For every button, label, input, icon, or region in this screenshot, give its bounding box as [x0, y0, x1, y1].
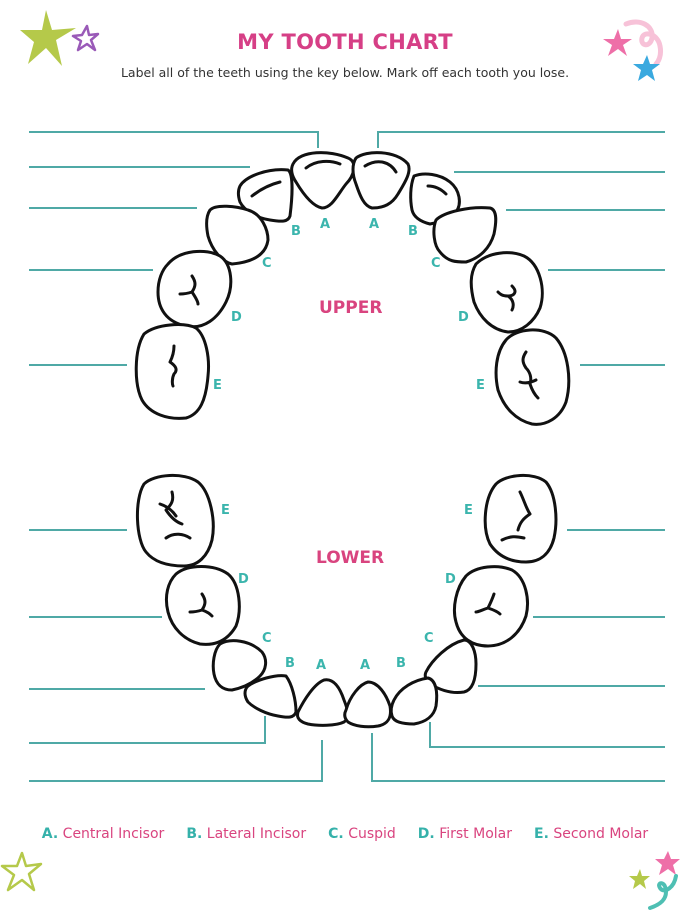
tooth-upper-right-e[interactable]	[494, 328, 571, 426]
upper-right-letter-d: D	[458, 310, 469, 325]
tooth-lower-left-d-groove	[188, 592, 214, 618]
tooth-upper-left-e-groove	[168, 344, 178, 388]
tooth-upper-left-c[interactable]	[205, 204, 270, 266]
lower-left-letter-d: D	[238, 572, 249, 587]
lower-section-label: LOWER	[316, 548, 385, 568]
upper-left-letter-d: D	[231, 310, 242, 325]
green-star-icon	[629, 869, 650, 889]
tooth-upper-right-d-groove	[496, 284, 517, 312]
lower-left-letter-a: A	[316, 658, 327, 673]
tooth-upper-right-d[interactable]	[469, 251, 544, 334]
upper-left-letter-b: B	[291, 224, 301, 239]
upper-right-letter-c: C	[431, 256, 441, 271]
label-line-upper-left-a[interactable]	[29, 131, 319, 148]
blue-star-icon	[633, 55, 660, 81]
key-item-central-incisor: A. Central Incisor	[41, 826, 165, 842]
tooth-lower-left-e-groove	[158, 490, 192, 540]
upper-right-letter-a: A	[369, 217, 380, 232]
upper-left-letter-c: C	[262, 256, 272, 271]
teal-ribbon-icon	[648, 874, 678, 910]
label-line-lower-left-b[interactable]	[29, 716, 266, 744]
lower-right-letter-c: C	[424, 631, 434, 646]
tooth-upper-right-a-groove	[363, 160, 398, 174]
upper-left-letter-a: A	[320, 217, 331, 232]
upper-right-letter-e: E	[476, 378, 485, 393]
upper-right-letter-b: B	[408, 224, 418, 239]
pink-star-icon	[603, 29, 632, 56]
green-outline-star-icon	[0, 851, 43, 892]
label-line-lower-left-a[interactable]	[29, 740, 323, 782]
tooth-upper-right-b-groove	[426, 184, 448, 196]
instructions: Label all of the teeth using the key bel…	[120, 65, 570, 80]
purple-outline-star-icon	[71, 24, 100, 52]
tooth-upper-right-e-groove	[518, 350, 540, 400]
tooth-upper-right-c[interactable]	[432, 206, 498, 264]
label-lines	[29, 131, 665, 782]
lower-right-letter-b: B	[396, 656, 406, 671]
tooth-upper-left-e[interactable]	[134, 323, 210, 420]
tooth-lower-left-a[interactable]	[296, 678, 350, 727]
lower-left-letter-b: B	[285, 656, 295, 671]
key-item-cuspid: C. Cuspid	[328, 826, 396, 842]
tooth-lower-left-b[interactable]	[243, 674, 298, 719]
lower-left-letter-c: C	[262, 631, 272, 646]
tooth-lower-right-b[interactable]	[389, 676, 439, 726]
tooth-lower-right-e-groove	[500, 490, 532, 542]
label-line-lower-right-b[interactable]	[429, 722, 665, 748]
upper-section-label: UPPER	[319, 298, 383, 318]
key-item-first-molar: D. First Molar	[417, 826, 512, 842]
green-star-icon	[20, 10, 76, 66]
tooth-upper-left-b-groove	[250, 180, 282, 198]
upper-left-letter-e: E	[213, 378, 222, 393]
tooth-lower-right-a[interactable]	[343, 680, 392, 729]
tooth-key-legend: A. Central Incisor B. Lateral Incisor C.…	[0, 826, 690, 842]
tooth-lower-right-d-groove	[474, 592, 502, 616]
tooth-lower-right-d[interactable]	[452, 565, 529, 648]
key-item-lateral-incisor: B. Lateral Incisor	[186, 826, 307, 842]
pink-ribbon-icon	[623, 19, 663, 67]
label-line-lower-right-a[interactable]	[371, 733, 665, 782]
pink-star-icon	[655, 851, 680, 875]
lower-right-letter-e: E	[464, 503, 473, 518]
tooth-lower-right-e[interactable]	[483, 474, 558, 564]
label-line-upper-right-a[interactable]	[377, 131, 665, 148]
key-item-second-molar: E. Second Molar	[534, 826, 649, 842]
page-title: MY TOOTH CHART	[237, 30, 453, 54]
lower-right-letter-d: D	[445, 572, 456, 587]
tooth-upper-left-d-groove	[178, 274, 200, 306]
lower-left-letter-e: E	[221, 503, 230, 518]
tooth-upper-left-a-groove	[304, 159, 342, 170]
lower-right-letter-a: A	[360, 658, 371, 673]
